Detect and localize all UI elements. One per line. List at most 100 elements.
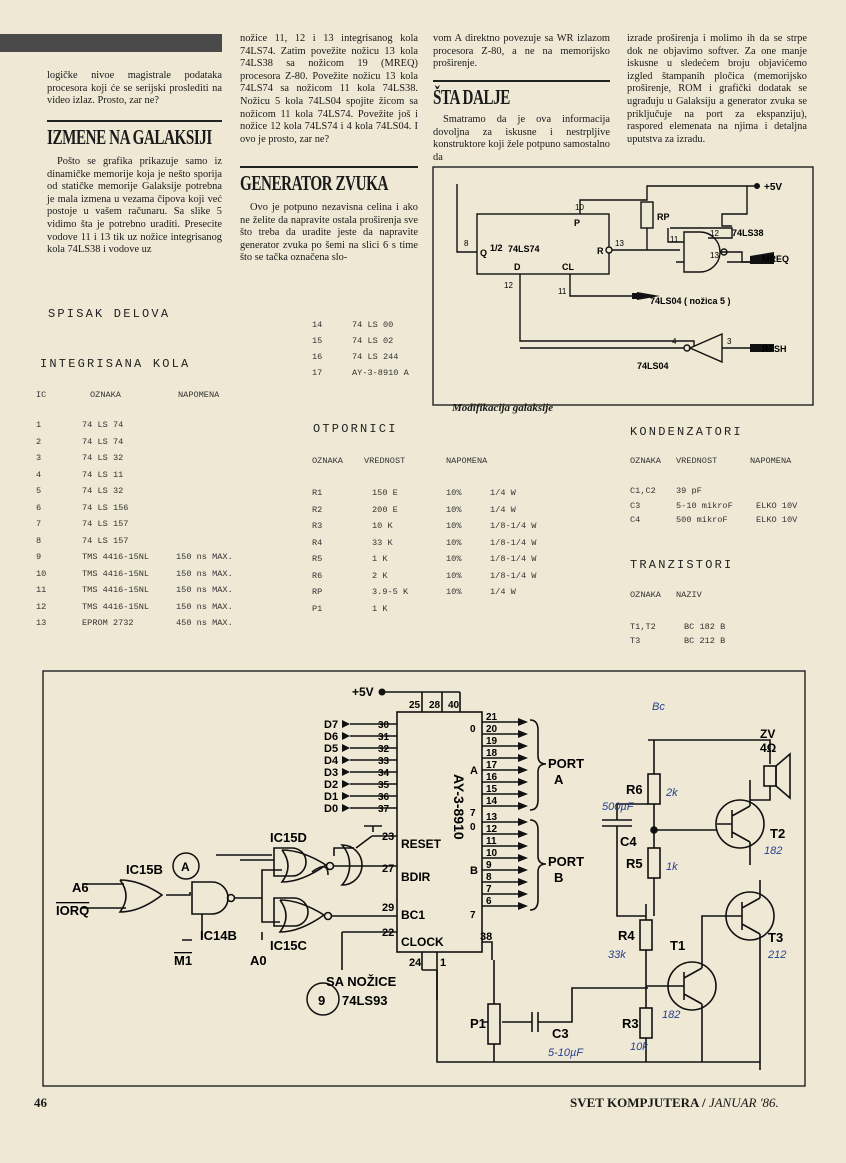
left-intro-text: logičke nivoe magistrale podataka proces… <box>47 70 222 107</box>
fig6-port-arrow <box>518 866 528 874</box>
figure-5-caption: Modifikacija galaksije <box>452 402 554 414</box>
fig6-ic15d: IC15D <box>270 830 307 845</box>
res-header-napomena: NAPOMENA <box>446 456 488 466</box>
fig6-r5-hand: 1k <box>666 861 678 873</box>
fig6-data-pin-label: D1 <box>324 791 338 803</box>
table-cell: 74 LS 32 <box>82 486 124 496</box>
table-cell: 1/8-1/4 W <box>490 537 537 548</box>
fig6-data-pin-label: D6 <box>324 731 338 743</box>
table-cell: R4 <box>312 537 323 548</box>
fig6-port-pin-num: 11 <box>486 836 497 847</box>
table-cell: 10% <box>446 587 462 597</box>
fig6-a-letter: A <box>470 765 478 777</box>
fig6-data-pin-num: 33 <box>378 756 390 767</box>
fig6-port-arrow <box>518 742 528 750</box>
fig6-pin23: 23 <box>382 831 394 843</box>
fig6-c4-hand: 500µF <box>602 801 635 813</box>
fig6-data-arrow <box>342 804 350 812</box>
table-cell: 1/8-1/4 W <box>490 521 537 531</box>
fig6-port-arrow <box>518 730 528 738</box>
table-cell: 1 <box>36 420 42 430</box>
left-body-text: Pošto se grafika prikazuje samo iz dinam… <box>47 156 222 256</box>
table-cell: 74 LS 74 <box>82 420 124 430</box>
fig6-port-pin-num: 8 <box>486 872 492 883</box>
fig6-data-pin-label: D4 <box>324 755 339 767</box>
table-cell: 6 <box>36 502 42 513</box>
fig6-port-arrow <box>518 830 528 838</box>
table-cell: 150 ns MAX. <box>176 585 233 595</box>
left-column-body: Pošto se grafika prikazuje samo iz dinam… <box>47 156 222 257</box>
table-cell: 10% <box>446 488 462 498</box>
fig6-c4: C4 <box>620 834 637 849</box>
table-cell: 12 <box>36 601 47 612</box>
mid-body-text: Ovo je potpuno nezavisna celina i ako ne… <box>240 202 418 264</box>
fig5-pin-4: 4 <box>672 337 677 346</box>
right1-body-text: Smatramo da je ova informacija dovoljna … <box>433 114 610 163</box>
fig6-t3: T3 <box>768 930 783 945</box>
fig5-ff-label: 74LS74 <box>508 244 540 254</box>
fig6-t1-hand: 182 <box>662 1009 680 1021</box>
fig6-a-bit7: 7 <box>470 808 476 819</box>
fig6-r6-hand: 2k <box>665 787 678 799</box>
fig6-data-pin-label: D3 <box>324 767 338 779</box>
left-heading-rule <box>47 120 222 122</box>
fig6-ls93: 74LS93 <box>342 993 388 1008</box>
heading-izmene: IZMENE NA GALAKSIJI <box>47 125 212 149</box>
fig5-pin-10: 10 <box>575 203 584 212</box>
fig5-pin-13b: 13 <box>710 251 719 260</box>
fig6-data-arrow <box>342 768 350 776</box>
fig6-port-arrow <box>518 778 528 786</box>
table-cell: R1 <box>312 488 323 498</box>
res-title: OTPORNICI <box>313 422 398 436</box>
fig6-chip-label: AY-3-8910 <box>451 774 467 840</box>
fig6-a-bit0: 0 <box>470 724 476 735</box>
mid-heading-rule <box>240 166 418 168</box>
fig6-port-pin-num: 10 <box>486 848 498 859</box>
table-cell: 10% <box>446 504 462 515</box>
fig6-r4-hand: 33k <box>608 949 626 961</box>
fig6-data-pin-label: D5 <box>324 743 338 755</box>
fig6-port-pin-num: 20 <box>486 724 498 735</box>
fig6-t3-hand: 212 <box>767 949 786 961</box>
table-cell: 15 <box>312 336 323 346</box>
table-cell: 1/8-1/4 W <box>490 570 537 581</box>
ic-table-header: IC OZNAKA NAPOMENA <box>32 390 219 440</box>
fig6-pin-40: 40 <box>448 700 460 711</box>
fig5-pin-11b: 11 <box>558 287 567 296</box>
fig6-port-pin-num: 14 <box>486 796 498 807</box>
fig6-b-letter: B <box>470 865 478 877</box>
fig5-q-label: Q <box>480 248 487 258</box>
ic-title: INTEGRISANA KOLA <box>40 357 191 371</box>
table-cell: 1 K <box>372 554 388 564</box>
table-cell: 74 LS 157 <box>82 519 129 529</box>
fig6-ic14b: IC14B <box>200 928 237 943</box>
table-cell: 11 <box>36 585 47 595</box>
page-number: 46 <box>34 1095 47 1110</box>
cap-table-header: OZNAKA VREDNOST NAPOMENA <box>630 456 791 506</box>
fig5-inv-note: 74LS04 ( nožica 5 ) <box>650 296 731 306</box>
fig5-pin-11a: 11 <box>670 235 679 244</box>
fig6-data-pin-num: 34 <box>378 768 390 779</box>
fig6-data-arrow <box>342 732 350 740</box>
table-cell: 74 LS 244 <box>352 352 399 362</box>
table-cell: P1 <box>312 603 323 614</box>
fig5-mreq-label: MREQ <box>762 254 789 264</box>
table-cell: 2 <box>36 436 42 447</box>
fig6-data-pin-label: D7 <box>324 719 338 731</box>
fig6-ic15c: IC15C <box>270 938 307 953</box>
cap-header-napomena: NAPOMENA <box>750 456 792 466</box>
fig6-t1: T1 <box>670 938 685 953</box>
fig6-m1: M1 <box>174 953 192 968</box>
footer-magazine: SVET KOMPJUTERA / JANUAR '86. <box>570 1095 779 1111</box>
fig6-port-arrow <box>518 854 528 862</box>
fig6-port-b-1: PORT <box>548 854 584 869</box>
fig6-port-arrow <box>518 790 528 798</box>
fig6-pin38: 38 <box>480 931 492 943</box>
fig6-port-arrow <box>518 890 528 898</box>
fig6-data-arrow <box>342 720 350 728</box>
table-cell: T1,T2 <box>630 622 656 632</box>
table-cell: 3.9-5 K <box>372 587 409 597</box>
table-cell: R6 <box>312 570 323 581</box>
